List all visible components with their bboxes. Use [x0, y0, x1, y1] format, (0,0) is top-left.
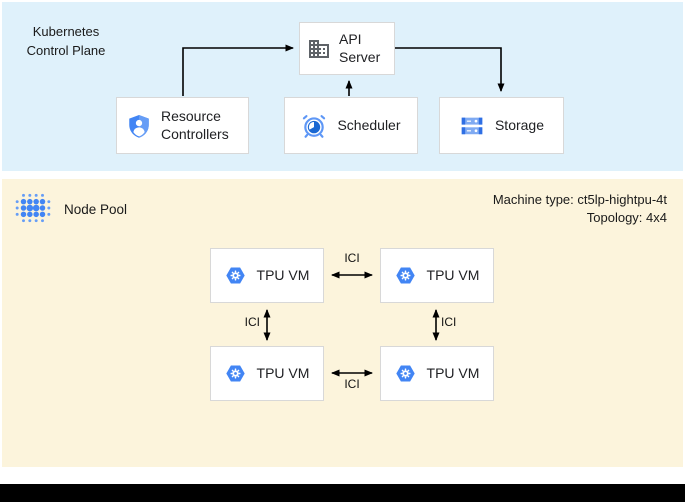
control-plane-title: Kubernetes Control Plane	[26, 24, 106, 58]
shield-user-icon	[129, 114, 149, 138]
ici-label-left: ICI	[244, 315, 260, 329]
dot-grid-icon	[15, 193, 51, 223]
gke-hexagon-gear-icon	[395, 365, 415, 382]
storage-disks-icon	[461, 117, 483, 134]
node-pool-panel	[2, 179, 683, 467]
resource-controllers-box: Resource Controllers	[116, 97, 249, 154]
ici-label-top: ICI	[344, 251, 360, 265]
bottom-black-bar	[0, 484, 685, 502]
tpu-vm-label: TPU VM	[426, 266, 480, 283]
resource-controllers-label: Resource Controllers	[161, 108, 229, 142]
building-icon	[309, 39, 329, 58]
scheduler-label: Scheduler	[337, 116, 401, 133]
tpu-vm-box-top-left: TPU VM	[210, 248, 324, 303]
tpu-vm-label: TPU VM	[256, 364, 310, 381]
api-server-box: API Server	[299, 22, 395, 75]
machine-type-text: Machine type: ct5lp-hightpu-4t	[492, 192, 667, 207]
node-pool-title: Node Pool	[64, 202, 128, 217]
gke-hexagon-gear-icon	[395, 267, 415, 284]
ici-label-bottom: ICI	[344, 377, 360, 391]
storage-box: Storage	[439, 97, 564, 154]
ici-label-right: ICI	[441, 315, 457, 329]
gke-hexagon-gear-icon	[225, 365, 245, 382]
tpu-vm-label: TPU VM	[426, 364, 480, 381]
storage-label: Storage	[494, 116, 545, 133]
scheduler-box: Scheduler	[284, 97, 418, 154]
tpu-vm-box-bottom-left: TPU VM	[210, 346, 324, 401]
tpu-vm-label: TPU VM	[256, 266, 310, 283]
alarm-clock-icon	[303, 114, 326, 138]
topology-text: Topology: 4x4	[586, 210, 667, 226]
machine-info: Machine type: ct5lp-hightpu-4t Topology:…	[493, 191, 667, 227]
gke-hexagon-gear-icon	[225, 267, 245, 284]
api-server-label: API Server	[339, 31, 381, 65]
tpu-vm-box-top-right: TPU VM	[380, 248, 494, 303]
tpu-vm-box-bottom-right: TPU VM	[380, 346, 494, 401]
